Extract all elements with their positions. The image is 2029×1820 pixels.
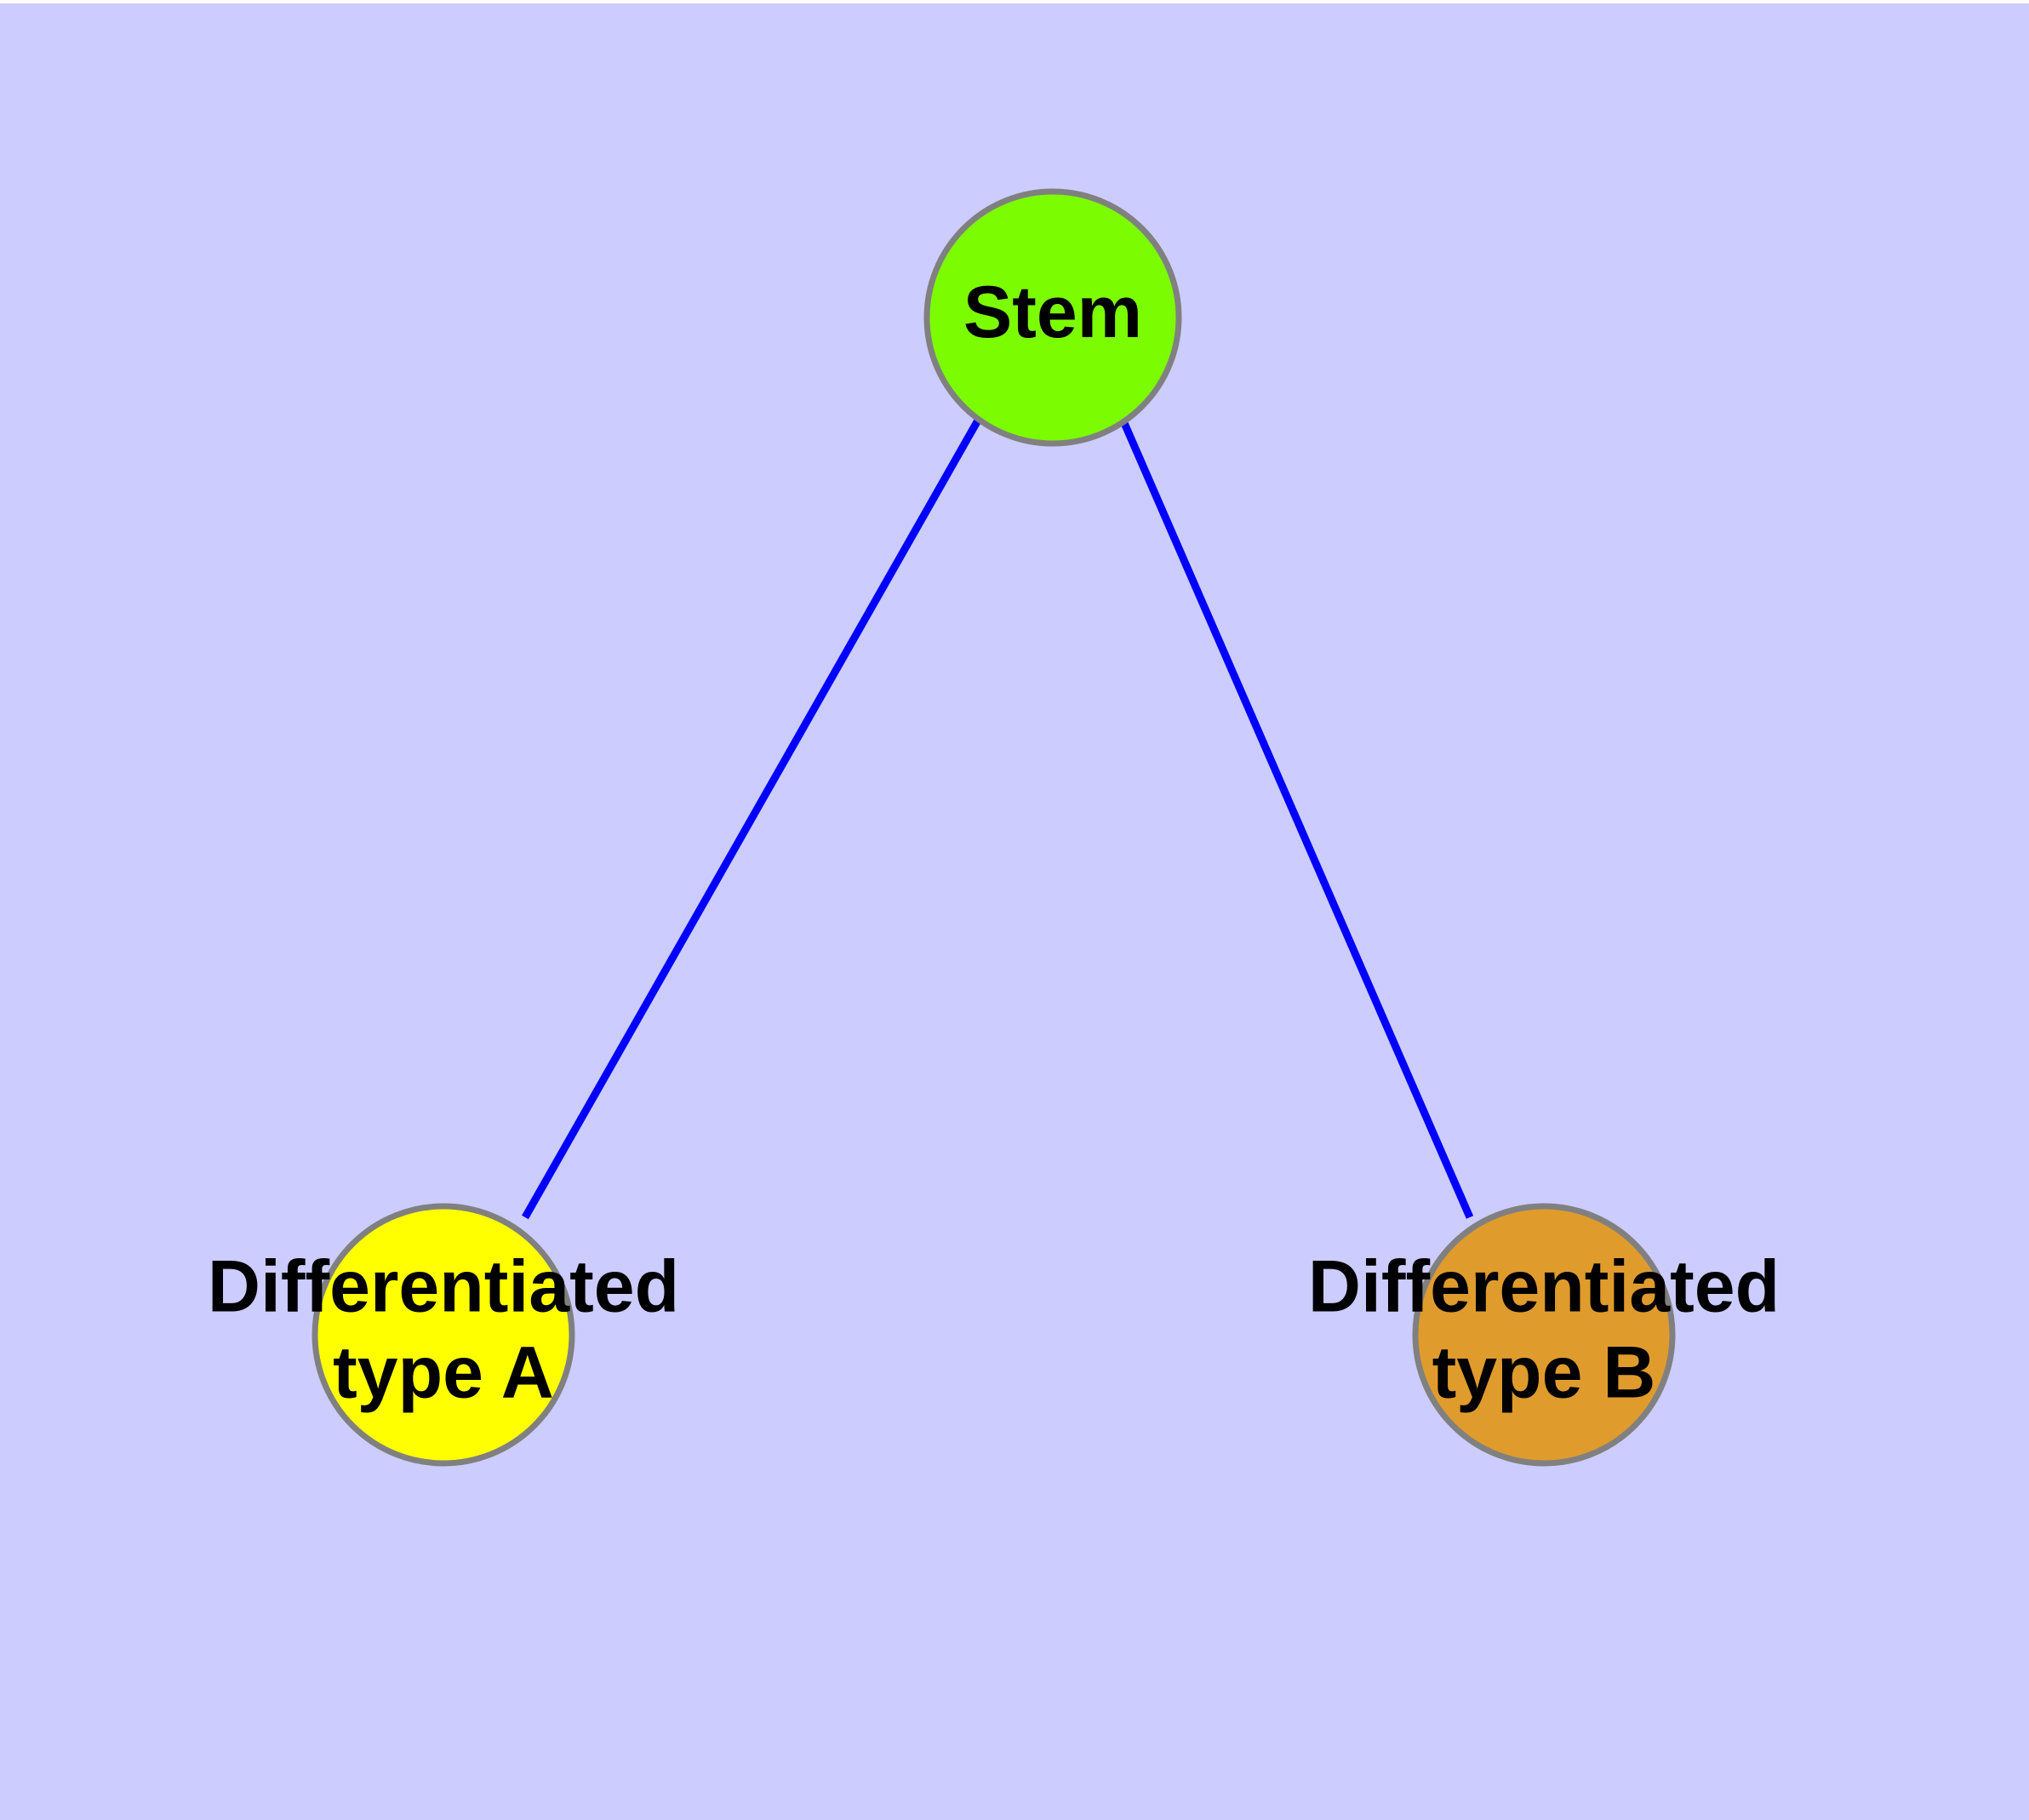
graph-edge-stem-to-diff-a: [522, 416, 982, 1220]
graph-node-label-stem: Stem: [963, 272, 1142, 353]
graph-node-label-line: Differentiated: [1308, 1245, 1780, 1327]
graph-node-label-line: Differentiated: [208, 1245, 679, 1327]
graph-node-label-line: type A: [333, 1331, 554, 1413]
nodes-layer: [311, 188, 1676, 1467]
graph-node-diff_b[interactable]: [1412, 1203, 1676, 1467]
edges-layer: [522, 415, 1474, 1220]
graph-edge-stem-to-diff-b: [1117, 415, 1474, 1219]
graph-node-stem[interactable]: [923, 188, 1182, 447]
graph-node-label-line: Stem: [963, 272, 1142, 353]
graph-node-diff_a[interactable]: [311, 1203, 575, 1467]
graph-node-label-line: type B: [1432, 1331, 1656, 1413]
